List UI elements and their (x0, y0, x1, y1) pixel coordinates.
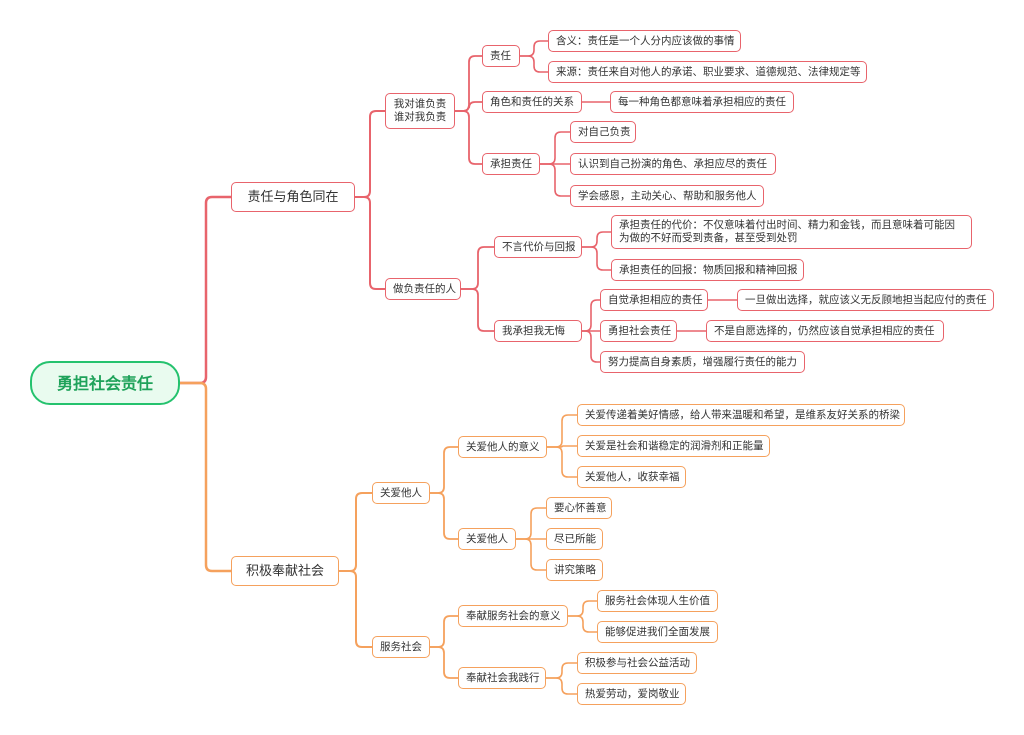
leaf-care-meaning-2: 关爱是社会和谐稳定的润滑剂和正能量 (577, 435, 770, 457)
node-self-bear: 自觉承担相应的责任 (600, 289, 708, 311)
connector-line (582, 231, 611, 248)
connector-line (355, 110, 385, 198)
branch-dedicate-society: 积极奉献社会 (231, 556, 339, 586)
connector-line (520, 55, 548, 73)
leaf-role-relation: 每一种角色都意味着承担相应的责任 (610, 91, 794, 113)
branch-responsibility-role: 责任与角色同在 (231, 182, 355, 212)
node-serve-society: 服务社会 (372, 636, 430, 658)
connector-line (568, 600, 597, 617)
node-zeren: 责任 (482, 45, 520, 67)
node-bear-responsibility: 承担责任 (482, 153, 540, 175)
connector-line (339, 570, 372, 648)
leaf-goodwill: 要心怀善意 (546, 497, 612, 519)
node-care-others: 关爱他人 (372, 482, 430, 504)
connector-line (547, 446, 577, 478)
leaf-care-meaning-3: 关爱他人，收获幸福 (577, 466, 686, 488)
connector-line (339, 492, 372, 572)
connector-line (582, 299, 600, 332)
connector-line (582, 330, 600, 363)
leaf-development: 能够促进我们全面发展 (597, 621, 718, 643)
leaf-self-bear: 一旦做出选择，就应该义无反顾地担当起应付的责任 (737, 289, 994, 311)
connector-line (547, 414, 577, 448)
connector-line (540, 131, 570, 165)
root-node: 勇担社会责任 (30, 361, 180, 405)
connector-line (540, 163, 570, 197)
leaf-strategy: 讲究策略 (546, 559, 603, 581)
node-role-relation: 角色和责任的关系 (482, 91, 582, 113)
leaf-best-effort: 尽已所能 (546, 528, 603, 550)
leaf-bear-self: 对自己负责 (570, 121, 636, 143)
leaf-care-meaning-1: 关爱传递着美好情感，给人带来温暖和希望，是维系友好关系的桥梁 (577, 404, 905, 426)
leaf-zeren-source: 来源：责任来自对他人的承诺、职业要求、道德规范、法律规定等 (548, 61, 867, 83)
node-cost-reward: 不言代价与回报 (494, 236, 582, 258)
node-social-responsibility: 勇担社会责任 (600, 320, 677, 342)
connector-line (355, 196, 385, 290)
connector-line (568, 615, 597, 633)
connector-line (546, 677, 577, 695)
connector-line (582, 246, 611, 271)
leaf-life-value: 服务社会体现人生价值 (597, 590, 718, 612)
leaf-love-labor: 热爱劳动，爱岗敬业 (577, 683, 686, 705)
leaf-reward: 承担责任的回报：物质回报和精神回报 (611, 259, 804, 281)
leaf-public-welfare: 积极参与社会公益活动 (577, 652, 697, 674)
node-care-meaning: 关爱他人的意义 (458, 436, 547, 458)
connector-line (430, 646, 458, 679)
leaf-bear-gratitude: 学会感恩，主动关心、帮助和服务他人 (570, 185, 764, 207)
connector-line (430, 492, 458, 540)
connector-line (430, 615, 458, 648)
connector-line (180, 381, 231, 573)
connector-line (461, 288, 494, 332)
connector-line (180, 195, 231, 385)
node-serve-meaning: 奉献服务社会的意义 (458, 605, 568, 627)
connector-line (455, 110, 482, 165)
leaf-social-responsibility: 不是自愿选择的，仍然应该自觉承担相应的责任 (706, 320, 944, 342)
node-practice: 奉献社会我践行 (458, 667, 546, 689)
connector-line (520, 40, 548, 57)
node-who-responsible: 我对谁负责 谁对我负责 (385, 93, 455, 129)
connector-line (516, 538, 546, 571)
leaf-zeren-meaning: 含义：责任是一个人分内应该做的事情 (548, 30, 741, 52)
node-responsible-person: 做负责任的人 (385, 278, 461, 300)
node-no-regret: 我承担我无悔 (494, 320, 582, 342)
node-care-how: 关爱他人 (458, 528, 516, 550)
leaf-cost: 承担责任的代价：不仅意味着付出时间、精力和金钱，而且意味着可能因为做的不好而受到… (611, 215, 972, 249)
leaf-bear-role: 认识到自己扮演的角色、承担应尽的责任 (570, 153, 776, 175)
connector-line (547, 445, 577, 448)
connector-line (546, 662, 577, 679)
connector-line (516, 507, 546, 540)
connector-line (461, 246, 494, 290)
leaf-improve-quality: 努力提高自身素质，增强履行责任的能力 (600, 351, 805, 373)
connector-line (430, 446, 458, 494)
